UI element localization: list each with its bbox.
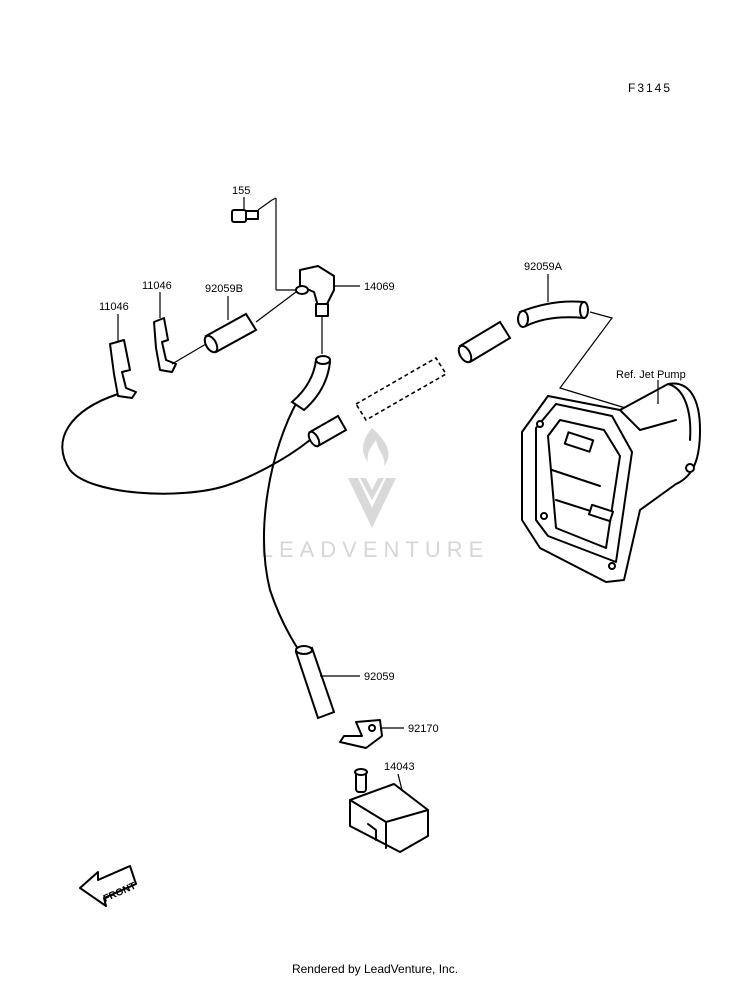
- label-14069: 14069: [364, 281, 395, 293]
- elbow-fitting-14069: [295, 265, 335, 317]
- jet-pump-ref-link: [559, 311, 633, 411]
- credit-footer: Rendered by LeadVenture, Inc.: [291, 962, 459, 976]
- clamp-plate-92170: [339, 719, 383, 749]
- tube-92059: [294, 645, 336, 720]
- lower-hose-line: [263, 399, 301, 653]
- filter-14043: [349, 768, 429, 853]
- tube-b-link: [255, 291, 297, 323]
- label-11046-left: 11046: [99, 301, 129, 313]
- label-14043: 14043: [384, 761, 415, 773]
- clamp-right-link: [171, 343, 207, 365]
- label-92170: 92170: [408, 723, 439, 735]
- bolt-155: [231, 197, 296, 291]
- label-jet-pump: Ref. Jet Pump: [616, 369, 686, 381]
- label-92059: 92059: [364, 671, 395, 683]
- dashed-hidden-tube: [354, 356, 448, 422]
- tube-92059B: [203, 312, 258, 354]
- leader-14043: [397, 773, 403, 791]
- label-92059B: 92059B: [205, 283, 243, 295]
- loop-hose-line: [61, 393, 311, 495]
- label-92059A: 92059A: [524, 261, 563, 273]
- label-11046-right: 11046: [142, 280, 172, 292]
- clamp-11046-right: [153, 317, 177, 373]
- figure-code: F3145: [628, 81, 672, 95]
- leadventure-watermark-logo: [348, 428, 396, 528]
- tube-92059A: [517, 300, 589, 328]
- jet-pump-housing: [521, 382, 701, 583]
- clamp-11046-left: [109, 339, 137, 399]
- middle-tube-segment: [307, 414, 348, 448]
- bent-hose: [290, 316, 332, 412]
- front-arrow-icon: FRONT: [79, 865, 138, 907]
- label-155: 155: [232, 185, 250, 197]
- watermark-text: LEADVENTURE: [261, 537, 490, 562]
- short-tube-segment: [457, 320, 512, 364]
